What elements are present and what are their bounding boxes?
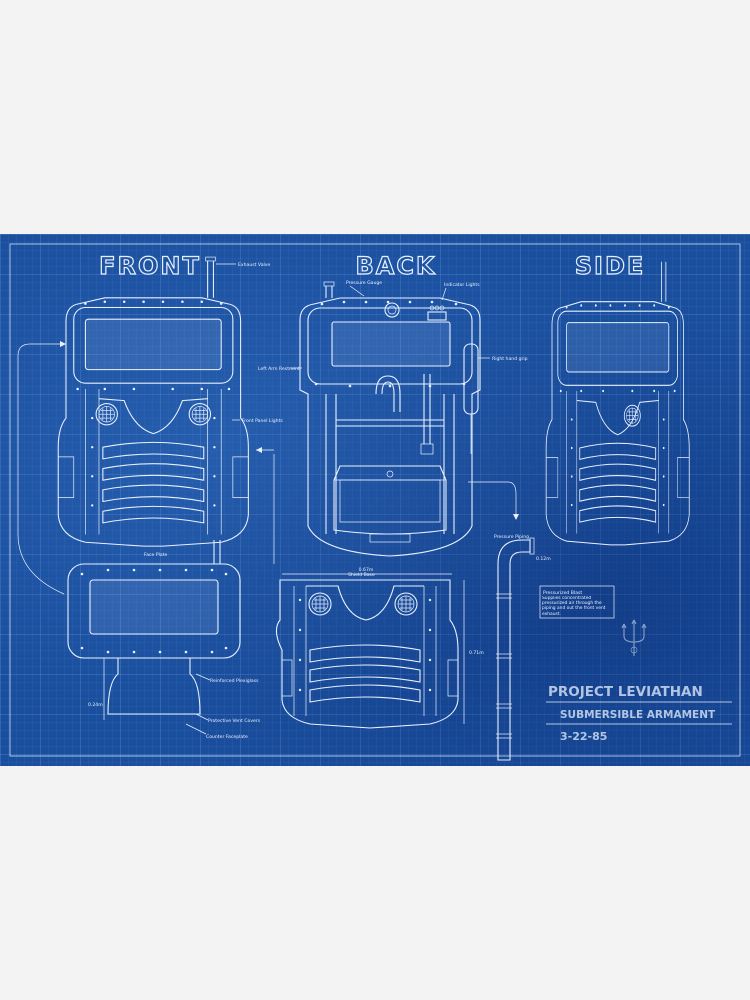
label-reinforced-plexiglass: Reinforced Plexiglass — [210, 678, 259, 684]
side-view — [545, 261, 690, 546]
dimension-faceplate-label: 0.24m — [88, 702, 103, 708]
trident-emblem — [621, 619, 647, 656]
dimension-height-label: 0.71m — [469, 650, 484, 656]
label-front-panel-lights: Front Panel Lights — [242, 418, 283, 424]
face-plate-view — [67, 540, 241, 715]
note-box: Pressurized Blast Supplies concentrated … — [539, 585, 615, 619]
label-pressure-gauge: Pressure Gauge — [346, 280, 382, 286]
pressure-piping-view — [496, 537, 535, 761]
label-exhaust-valve: Exhaust Valve — [238, 262, 271, 268]
note-body: Supplies concentrated pressurized air th… — [542, 596, 606, 617]
shield-base-view — [275, 579, 459, 729]
label-counter-faceplate: Counter Faceplate — [206, 734, 248, 740]
dimension-pipe-label: 0.12m — [536, 556, 551, 562]
project-subtitle: SUBMERSIBLE ARMAMENT — [560, 709, 716, 721]
label-pressure-piping: Pressure Piping — [494, 534, 529, 540]
label-shield-base: Shield Base — [348, 572, 375, 578]
project-date: 3-22-85 — [560, 730, 607, 743]
blueprint-drawing: FRONT BACK SIDE — [9, 243, 741, 761]
label-indicator-lights: Indicator Lights — [444, 282, 480, 288]
dimension-width-label: 0.67m — [359, 567, 374, 573]
label-right-hand-grip: Right hand grip — [492, 356, 528, 362]
label-left-arm-restraint: Left Arm Restraint — [258, 366, 300, 372]
front-view — [57, 256, 249, 547]
flow-arrow-right — [468, 481, 517, 518]
side-view-title: SIDE — [575, 252, 646, 280]
flow-arrow-left — [17, 343, 66, 595]
label-face-plate: Face Plate — [144, 552, 168, 558]
label-protective-vent-covers: Protective Vent Covers — [208, 718, 261, 724]
back-view-title: BACK — [355, 252, 436, 280]
note-title: Pressurized Blast — [543, 590, 582, 596]
project-name: PROJECT LEVIATHAN — [548, 684, 703, 700]
back-view — [299, 281, 481, 557]
blueprint-sheet: FRONT BACK SIDE — [0, 234, 750, 766]
front-view-title: FRONT — [99, 252, 201, 280]
sheet-border — [9, 243, 741, 757]
